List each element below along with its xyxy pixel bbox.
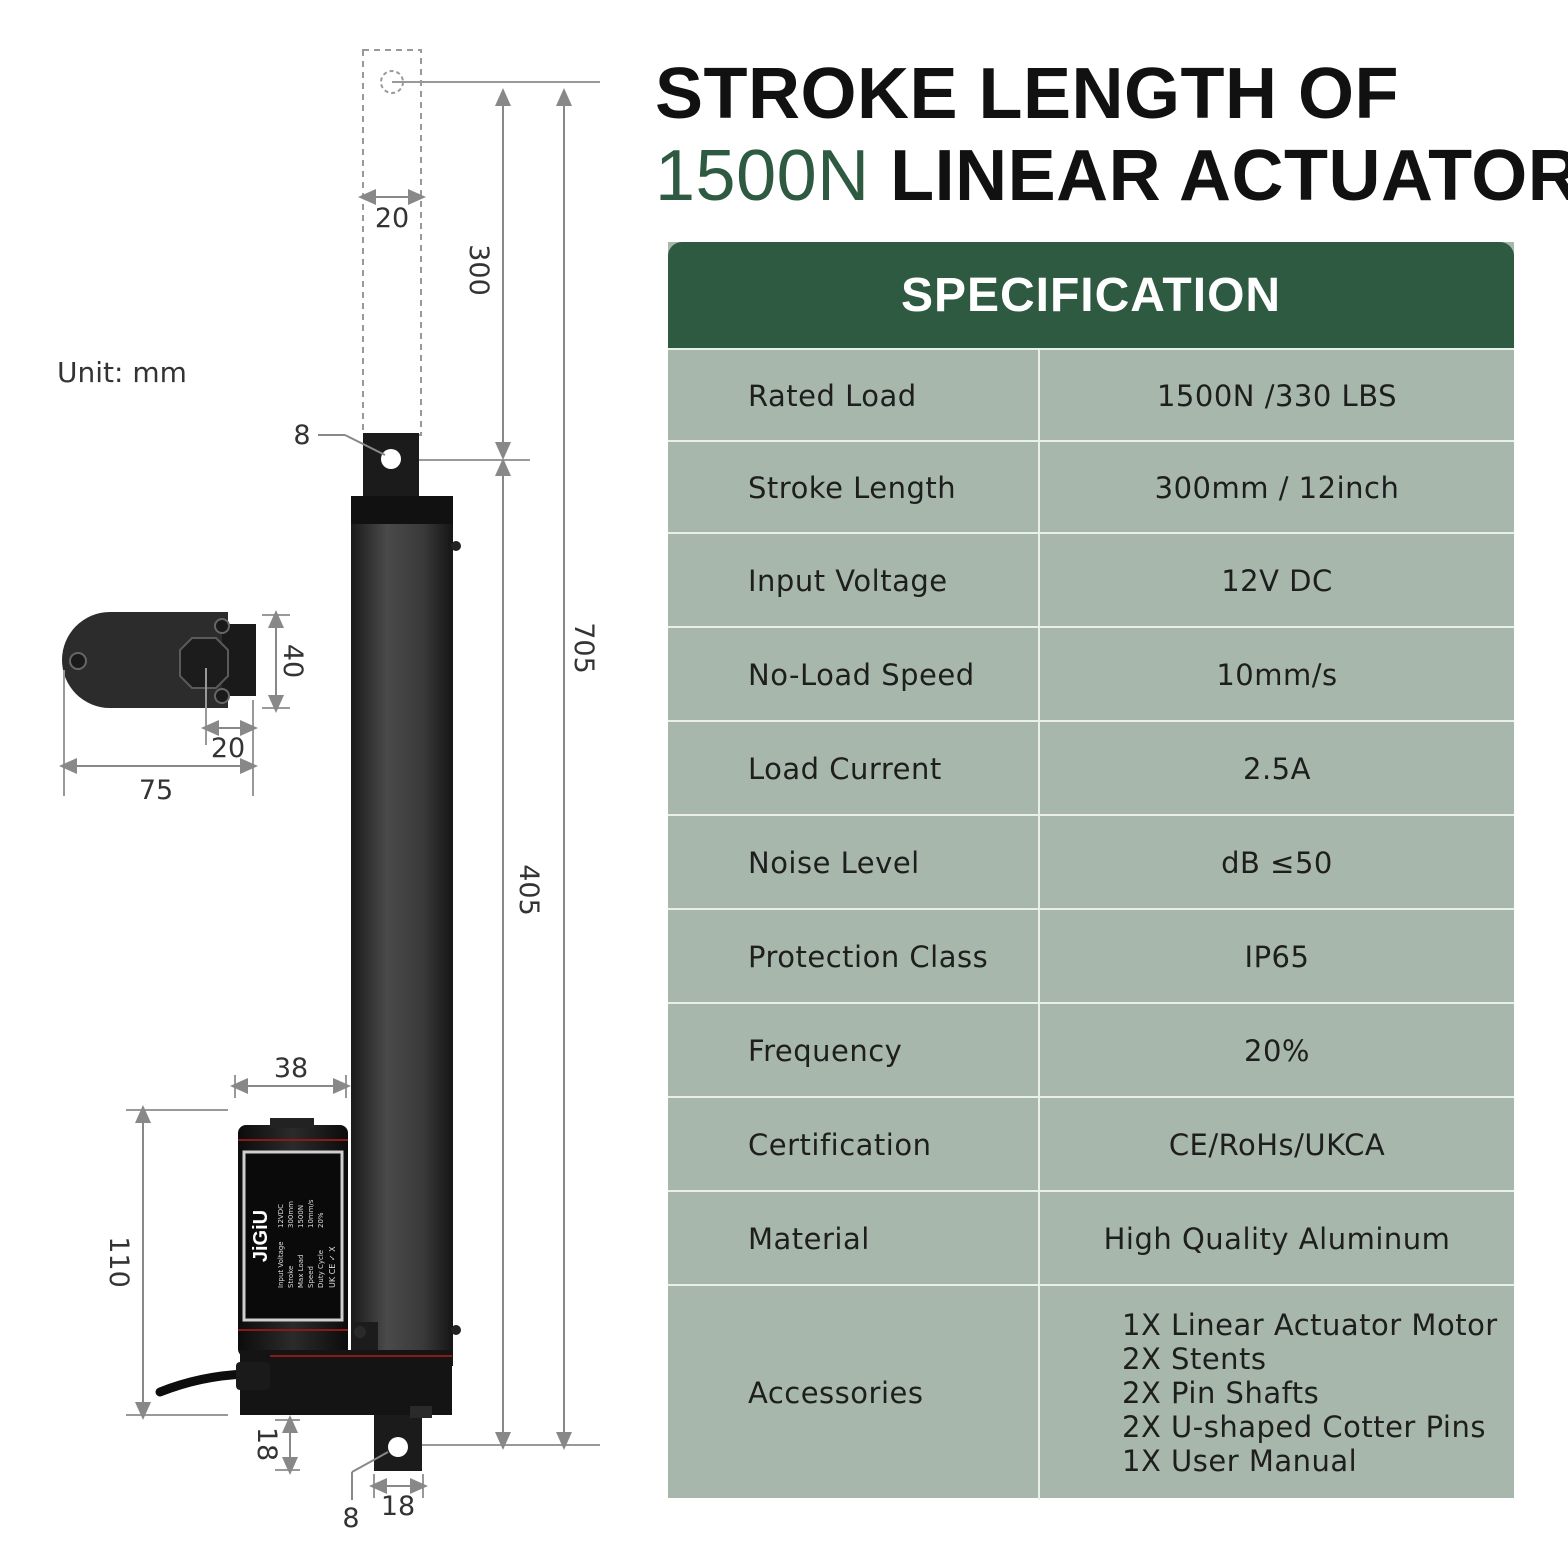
dim-bottom-mount-width: 18: [381, 1491, 415, 1522]
spec-row-no-load-speed: No-Load Speed 10mm/s: [668, 626, 1514, 722]
spec-label: Accessories: [748, 1376, 924, 1410]
spec-value: CE/RoHs/UKCA: [1038, 1098, 1514, 1192]
dim-stroke: 300: [463, 244, 494, 296]
dim-motor-height: 110: [103, 1236, 134, 1288]
spec-label: Load Current: [748, 752, 942, 786]
spec-value: 20%: [1038, 1004, 1514, 1098]
spec-label: Rated Load: [748, 379, 917, 413]
title-rest: LINEAR ACTUATOR: [869, 136, 1568, 216]
accessory-item: 2X Pin Shafts: [1122, 1376, 1320, 1410]
dim-extended-length: 705: [568, 622, 599, 674]
dim-end-view-height: 40: [277, 644, 308, 678]
accessory-item: 1X Linear Actuator Motor: [1122, 1308, 1498, 1342]
rod-hole: [381, 449, 401, 469]
motor-spec-4: Speed: [307, 1266, 315, 1288]
dim-rod-width: 20: [375, 203, 409, 234]
dim-retracted-length: 405: [513, 864, 544, 916]
motor-value-4: 10mm/s: [307, 1199, 315, 1228]
spec-label: Material: [748, 1222, 870, 1256]
spec-row-frequency: Frequency 20%: [668, 1002, 1514, 1098]
spec-value: 1500N /330 LBS: [1038, 350, 1514, 442]
spec-value: 12V DC: [1038, 534, 1514, 628]
actuator-body: [351, 496, 453, 1366]
spec-value: 10mm/s: [1038, 628, 1514, 722]
motor-spec-3: Max Load: [297, 1255, 305, 1289]
motor-value-1: 12VDC: [277, 1204, 285, 1228]
bottom-mount-hole: [388, 1437, 408, 1457]
spec-row-load-current: Load Current 2.5A: [668, 720, 1514, 816]
spec-row-input-voltage: Input Voltage 12V DC: [668, 532, 1514, 628]
spec-value: 2.5A: [1038, 722, 1514, 816]
unit-label: Unit: mm: [57, 356, 187, 389]
dim-end-view-width: 75: [139, 775, 173, 806]
spec-row-stroke-length: Stroke Length 300mm / 12inch: [668, 440, 1514, 534]
motor-brand: JiGiU: [250, 1210, 272, 1262]
dim-bottom-mount-height: 18: [251, 1427, 282, 1461]
spec-label: No-Load Speed: [748, 658, 975, 692]
spec-row-accessories: Accessories 1X Linear Actuator Motor 2X …: [668, 1284, 1514, 1500]
accessory-item: 2X U-shaped Cotter Pins: [1122, 1410, 1486, 1444]
gearbox: [240, 1350, 452, 1415]
dim-end-view-offset: 20: [211, 733, 245, 764]
motor-spec-2: Stroke: [287, 1266, 295, 1288]
motor-label-plate: [242, 1150, 344, 1322]
dim-rod-hole: 8: [293, 420, 310, 451]
spec-row-protection-class: Protection Class IP65: [668, 908, 1514, 1004]
spec-table: SPECIFICATION Rated Load 1500N /330 LBS …: [668, 242, 1514, 1500]
spec-value: 1X Linear Actuator Motor 2X Stents 2X Pi…: [1038, 1286, 1514, 1500]
dim-bottom-hole: 8: [342, 1503, 359, 1534]
motor-value-5: 20%: [317, 1212, 325, 1228]
accessory-item: 2X Stents: [1122, 1342, 1267, 1376]
spec-row-certification: Certification CE/RoHs/UKCA: [668, 1096, 1514, 1192]
title-line-1: STROKE LENGTH OF: [655, 54, 1399, 134]
motor-cert-marks: UK CE ✓ X: [328, 1246, 337, 1288]
spec-value: IP65: [1038, 910, 1514, 1004]
spec-label: Certification: [748, 1128, 932, 1162]
extended-rod-outline: [362, 49, 422, 436]
motor-spec-5: Duty Cycle: [317, 1250, 325, 1288]
accessory-item: 1X User Manual: [1122, 1444, 1358, 1478]
motor-label-text: JiGiU Input Voltage Stroke Max Load Spee…: [250, 1199, 337, 1288]
spec-label: Stroke Length: [748, 471, 957, 505]
spec-label: Input Voltage: [748, 564, 948, 598]
spec-label: Frequency: [748, 1034, 903, 1068]
spec-row-noise-level: Noise Level dB ≤50: [668, 814, 1514, 910]
title-accent: 1500N: [655, 136, 870, 216]
spec-label: Noise Level: [748, 846, 920, 880]
spec-label: Protection Class: [748, 940, 989, 974]
power-cable: [155, 1369, 250, 1397]
spec-value: High Quality Aluminum: [1038, 1192, 1514, 1286]
spec-value: dB ≤50: [1038, 816, 1514, 910]
motor-value-2: 300mm: [287, 1201, 295, 1228]
end-view: [62, 612, 256, 708]
motor-spec-1: Input Voltage: [277, 1241, 285, 1288]
dim-motor-length: 38: [274, 1053, 308, 1084]
spec-row-rated-load: Rated Load 1500N /330 LBS: [668, 348, 1514, 442]
spec-row-material: Material High Quality Aluminum: [668, 1190, 1514, 1286]
actuator-diagram: 20 300 705 405 8 JiGiU Input Voltage Str…: [59, 49, 600, 1534]
title-line-2: 1500N LINEAR ACTUATOR: [655, 140, 1568, 212]
accessories-list: 1X Linear Actuator Motor 2X Stents 2X Pi…: [1122, 1308, 1498, 1478]
spec-value: 300mm / 12inch: [1038, 442, 1514, 534]
spec-heading: SPECIFICATION: [668, 242, 1514, 348]
motor-value-3: 1500N: [297, 1205, 305, 1228]
